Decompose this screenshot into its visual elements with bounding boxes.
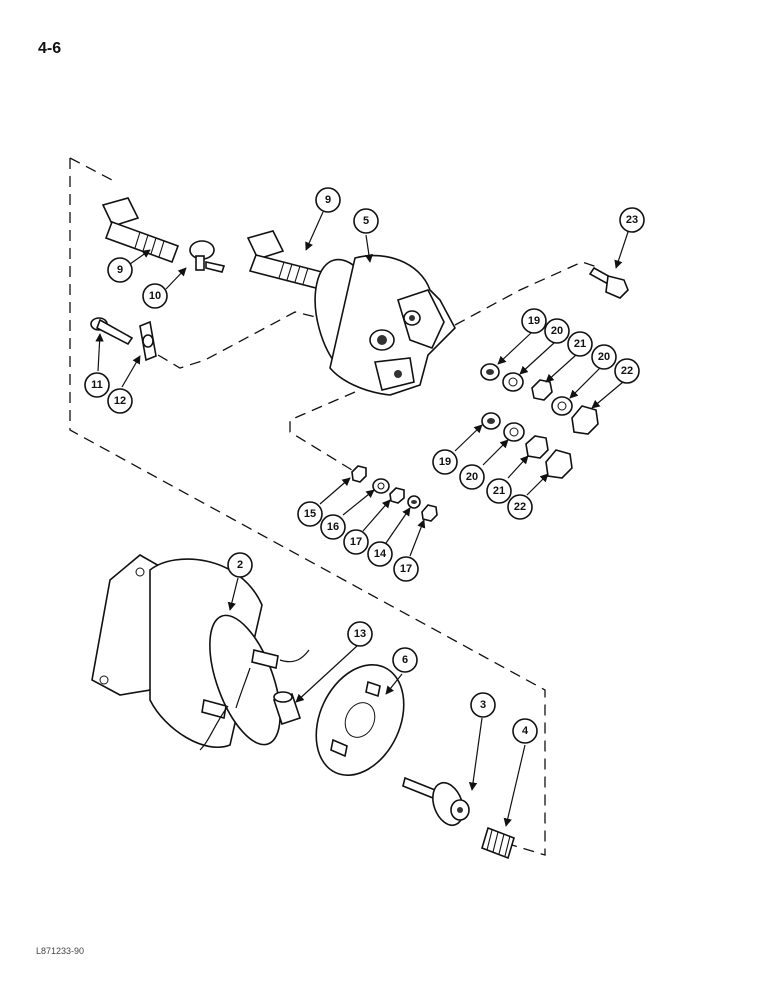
hardware-row-small [351, 465, 438, 522]
callout-label: 10 [149, 290, 161, 302]
callout-label: 22 [621, 365, 633, 377]
callout-label: 17 [400, 563, 412, 575]
callout-21-upper: 21 [567, 331, 593, 357]
callout-9-left: 9 [107, 257, 133, 283]
callout-17-a: 17 [343, 529, 369, 555]
callout-label: 19 [439, 456, 451, 468]
callout-9-right: 9 [315, 187, 341, 213]
bushing [272, 691, 302, 726]
callout-label: 20 [466, 471, 478, 483]
callout-19-lower: 19 [432, 449, 458, 475]
callout-13: 13 [347, 621, 373, 647]
bolt-left [101, 197, 180, 264]
callout-19-upper: 19 [521, 308, 547, 334]
assembly-dashed-outline [69, 158, 546, 856]
callout-label: 22 [514, 501, 526, 513]
callout-20-upper-b: 20 [591, 344, 617, 370]
callout-label: 11 [91, 379, 103, 391]
tab-washer [139, 320, 157, 362]
figure-code: L871233-90 [36, 946, 85, 956]
callout-label: 21 [493, 485, 505, 497]
callout-5: 5 [353, 208, 379, 234]
callout-12: 12 [107, 388, 133, 414]
callout-16: 16 [320, 514, 346, 540]
screw [90, 317, 134, 346]
callout-label: 9 [117, 264, 123, 276]
page-number: 4-6 [38, 40, 62, 57]
callout-20-upper-a: 20 [544, 318, 570, 344]
bolt-right [246, 230, 324, 289]
callout-22-lower: 22 [507, 494, 533, 520]
contact-plate [315, 663, 405, 777]
callout-label: 20 [598, 351, 610, 363]
callout-label: 12 [114, 395, 126, 407]
callout-label: 5 [363, 215, 369, 227]
callout-label: 19 [528, 315, 540, 327]
callout-4: 4 [512, 718, 538, 744]
callout-label: 17 [350, 536, 362, 548]
callout-17-b: 17 [393, 556, 419, 582]
callout-label: 15 [304, 508, 316, 520]
hardware-row-lower [481, 412, 573, 479]
hardware-row-upper [480, 363, 599, 435]
bolt-dashed-line [157, 311, 321, 369]
callout-label: 2 [237, 559, 243, 571]
callout-15: 15 [297, 501, 323, 527]
callout-2: 2 [227, 552, 253, 578]
callout-label: 3 [480, 699, 486, 711]
screw-dashed-line [454, 261, 601, 326]
callout-label: 9 [325, 194, 331, 206]
plunger [402, 776, 470, 827]
nut-dashed-line [289, 391, 356, 471]
callout-label: 23 [626, 214, 638, 226]
callout-23: 23 [619, 207, 645, 233]
hex-screw [588, 266, 629, 299]
callout-label: 21 [574, 338, 586, 350]
callout-label: 6 [402, 654, 408, 666]
starter-motor [91, 554, 310, 751]
callout-21-lower: 21 [486, 478, 512, 504]
callout-label: 20 [551, 325, 563, 337]
callout-10: 10 [142, 283, 168, 309]
mounting-dashed-line [69, 157, 113, 181]
callout-6: 6 [392, 647, 418, 673]
callout-22-upper: 22 [614, 358, 640, 384]
callout-label: 16 [327, 521, 339, 533]
callout-14: 14 [367, 541, 393, 567]
callout-label: 14 [374, 548, 387, 560]
callout-label: 13 [354, 628, 366, 640]
callout-11: 11 [84, 372, 110, 398]
solenoid-cap [314, 254, 456, 396]
spring [481, 826, 515, 860]
callout-20-lower: 20 [459, 464, 485, 490]
callout-label: 4 [522, 725, 529, 737]
lock-clip [189, 240, 226, 273]
callout-3: 3 [470, 692, 496, 718]
leader-lines [95, 211, 629, 827]
